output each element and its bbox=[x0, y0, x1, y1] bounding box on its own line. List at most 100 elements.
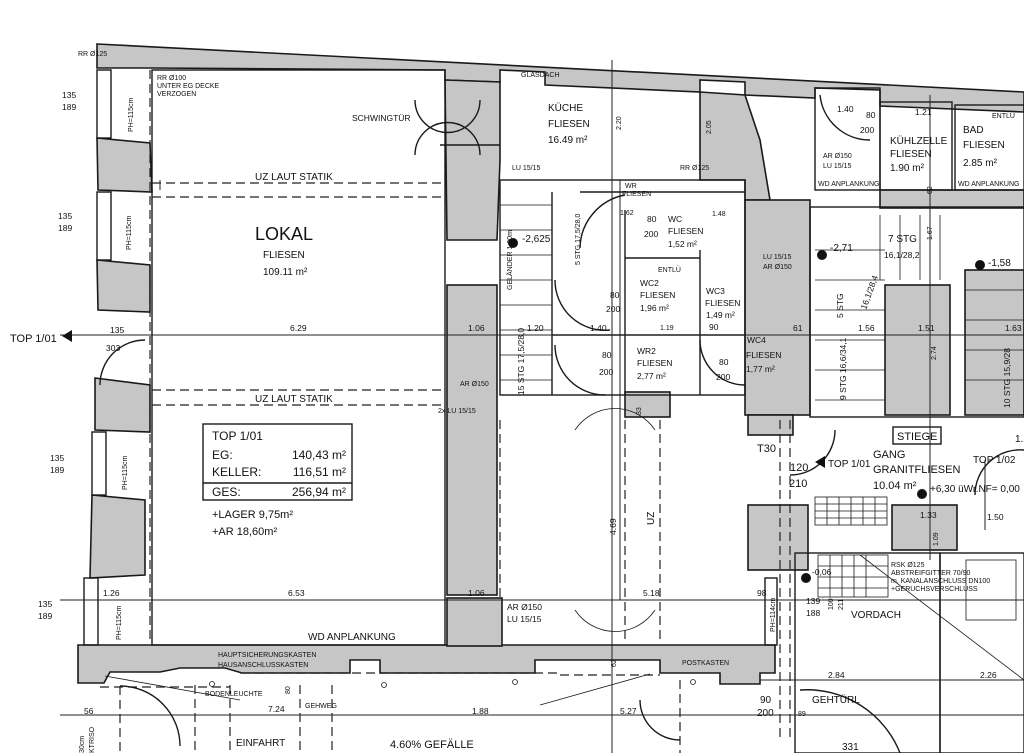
stair-steps-label: 5 STG 17,5/28,0 bbox=[575, 214, 582, 265]
dim-label: 80 bbox=[285, 686, 292, 694]
window-dim: 135 bbox=[58, 211, 72, 221]
dim-label: 1.51 bbox=[918, 323, 935, 333]
room-floor: FLIESEN bbox=[263, 250, 305, 261]
middle-column bbox=[446, 284, 498, 596]
dim-label: 2.20 bbox=[616, 116, 623, 130]
dim-label: 303 bbox=[106, 343, 120, 353]
beam-label: UZ LAUT STATIK bbox=[255, 172, 333, 183]
roof-label: GLASDACH bbox=[521, 72, 560, 79]
level-marker-icon bbox=[917, 489, 927, 499]
left-pier-4 bbox=[89, 494, 146, 579]
dim-label: 5.18 bbox=[643, 588, 660, 598]
dim-label: 1.67 bbox=[927, 226, 934, 240]
stair-block-right bbox=[964, 269, 1024, 416]
area-summary: TOP 1/01 EG: 140,43 m² KELLER: 116,51 m²… bbox=[202, 423, 353, 538]
dim-label: 331 bbox=[842, 742, 859, 753]
door-dim: 80 bbox=[602, 350, 612, 360]
wall-note: WD ANPLANKUNG bbox=[308, 632, 396, 643]
stair-steps-label: 9 STG 16,6/34,1 bbox=[838, 337, 848, 400]
window-labels: 135 189 PH=115cm 135 189 PH=115cm 135 18… bbox=[38, 90, 135, 640]
pipe-label: AR Ø150 bbox=[823, 153, 852, 160]
door-dim: 80 bbox=[719, 357, 729, 367]
room-lokal: LOKAL FLIESEN 109.11 m² UZ LAUT STATIK U… bbox=[10, 51, 542, 643]
dim-label: 7.24 bbox=[268, 704, 285, 714]
room-kitchen: GLASDACH KÜCHE FLIESEN 16.49 m² 2.20 2.0… bbox=[512, 72, 713, 172]
kitchen-left-wall bbox=[444, 79, 501, 241]
vent-label: ENTLÜ bbox=[992, 112, 1015, 120]
dim-label: 1.33 bbox=[920, 510, 937, 520]
door-dim: 200 bbox=[606, 304, 620, 314]
connection-box-label: HAUSANSCHLUSSKASTEN bbox=[218, 662, 308, 669]
vent-label: LU 15/15 bbox=[507, 614, 542, 624]
dim-label: 1.21 bbox=[915, 107, 932, 117]
level-label: +6,30 üWr.NF= 0,00 bbox=[930, 484, 1020, 495]
pipe-note: RR Ø100 bbox=[157, 75, 186, 82]
level-label: -2,71 bbox=[830, 243, 853, 254]
dim-label: 1.09 bbox=[933, 532, 940, 546]
room-floor: FLIESEN bbox=[746, 350, 781, 360]
summary-label: EG: bbox=[212, 448, 233, 462]
pipe-label: RR Ø125 bbox=[78, 51, 107, 58]
room-name: GANG bbox=[873, 449, 905, 461]
room-name: WC bbox=[668, 214, 682, 224]
windows bbox=[83, 69, 778, 646]
fire-rating-label: T30 bbox=[757, 443, 776, 455]
door-dim: 200 bbox=[757, 708, 774, 719]
wc-rooms: WR FLIESEN 1,62 WC FLIESEN 1,52 m² 80 20… bbox=[599, 183, 781, 382]
room-name: WC3 bbox=[706, 286, 725, 296]
mailbox-label: POSTKASTEN bbox=[682, 660, 729, 667]
driveway-label: EINFAHRT bbox=[236, 738, 285, 749]
stair-steps-label: 5 STG bbox=[835, 293, 845, 318]
dim-label: 1.48 bbox=[712, 211, 726, 218]
left-pier-3 bbox=[94, 377, 151, 433]
entry-label: TOP 1/01 bbox=[10, 333, 57, 345]
dimension-labels: 6.29 1.06 1.20 1.40 61 1.56 1.51 1.63 1.… bbox=[103, 323, 1022, 598]
grate-note: RSK Ø125 bbox=[891, 562, 925, 569]
door-dim: 80 bbox=[647, 214, 657, 224]
beam-label: UZ bbox=[646, 512, 657, 525]
dim-label: 1.56 bbox=[858, 323, 875, 333]
room-area: 1,62 bbox=[620, 210, 634, 217]
room-name: WC2 bbox=[640, 278, 659, 288]
door-dim: 120 bbox=[790, 462, 808, 474]
door-dim: 200 bbox=[860, 125, 874, 135]
wall-note: WD ANPLANKUNG bbox=[818, 181, 879, 188]
slope-label: 4.60% GEFÄLLE bbox=[390, 739, 474, 751]
dim-label: 90 bbox=[709, 322, 719, 332]
wall-note: WD ANPLANKUNG bbox=[958, 181, 1019, 188]
floor-light-label: BODENLEUCHTE bbox=[205, 691, 263, 698]
dimension-lines bbox=[60, 60, 1024, 753]
room-area: 109.11 m² bbox=[263, 267, 308, 278]
dim-label: 5.27 bbox=[620, 706, 637, 716]
pipe-label: AR Ø150 bbox=[763, 264, 792, 271]
dim-label: 1.40 bbox=[590, 323, 607, 333]
dim-label: 1.26 bbox=[103, 588, 120, 598]
fuse-box-label: HAUPTSICHERUNGSKASTEN bbox=[218, 652, 316, 659]
door-dim: 211 bbox=[838, 599, 845, 610]
dim-label: 89 bbox=[798, 711, 806, 718]
window-dim: 139 bbox=[806, 596, 820, 606]
hall: STIEGE GANG GRANITFLIESEN 10.04 m² +6,30… bbox=[757, 426, 1024, 632]
room-floor: GRANITFLIESEN bbox=[873, 464, 960, 476]
vent-label: 2x LU 15/15 bbox=[438, 408, 476, 415]
window-dim: 189 bbox=[38, 611, 52, 621]
door-dim: 80 bbox=[610, 290, 620, 300]
level-marker-icon bbox=[817, 250, 827, 260]
entry-arrow-icon bbox=[62, 330, 72, 342]
left-pier-1 bbox=[96, 137, 153, 193]
room-area: 1,49 m² bbox=[706, 310, 735, 320]
entrance-block bbox=[747, 414, 794, 436]
window-dim: 135 bbox=[38, 599, 52, 609]
room-area: 1,96 m² bbox=[640, 303, 669, 313]
dim-label: 62 bbox=[927, 186, 934, 194]
window-dim: 188 bbox=[806, 608, 820, 618]
room-area: 10.04 m² bbox=[873, 480, 917, 492]
dim-label: 1.88 bbox=[472, 706, 489, 716]
summary-value: 140,43 m² bbox=[292, 448, 346, 462]
summary-total-label: GES: bbox=[212, 485, 241, 499]
vent-label: ENTLÜ bbox=[658, 266, 681, 274]
stair-core-block bbox=[884, 284, 951, 416]
room-floor: FLIESEN bbox=[890, 149, 932, 160]
stair-steps-label: 10 STG 15,9/28 bbox=[1002, 348, 1012, 408]
room-name: LOKAL bbox=[255, 224, 313, 244]
